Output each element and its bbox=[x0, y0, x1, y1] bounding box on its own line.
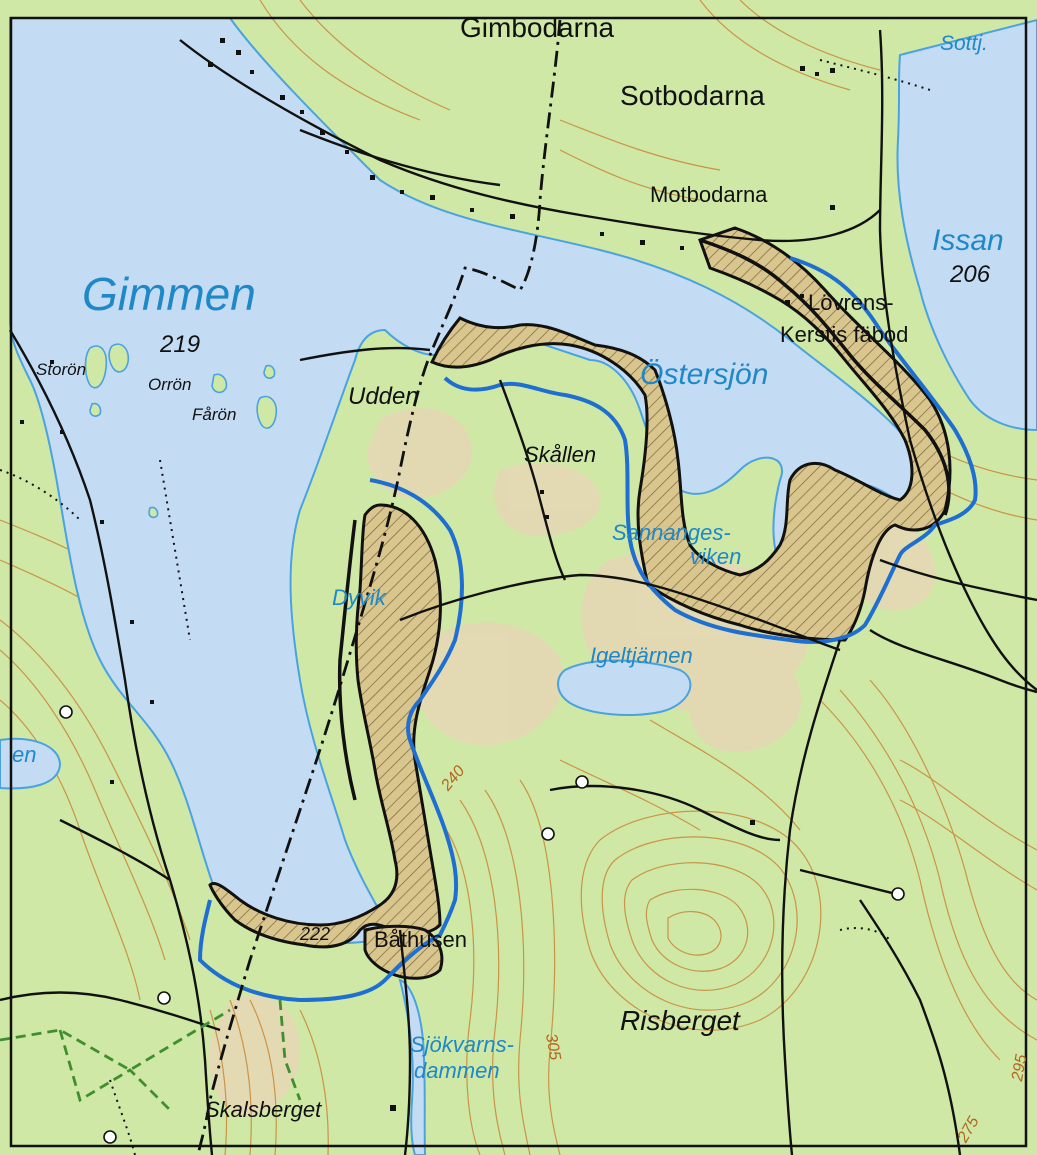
roads bbox=[0, 29, 1037, 1155]
label-contour-305: 305 bbox=[542, 1032, 563, 1061]
label-edge-water: en bbox=[12, 742, 36, 767]
road-north-2 bbox=[299, 128, 501, 187]
label-lake-ostersjon: Östersjön bbox=[640, 358, 768, 391]
island-orron bbox=[108, 343, 130, 373]
road-east-branch bbox=[869, 629, 1037, 694]
road-southwest bbox=[0, 991, 221, 1032]
label-place-bathusen: Båthusen bbox=[374, 927, 467, 952]
protected-boundary-blue bbox=[197, 256, 978, 1003]
label-place-skalsberget: Skalsberget bbox=[205, 1097, 322, 1122]
label-place-udden: Udden bbox=[348, 383, 419, 410]
label-contour-295: 295 bbox=[1009, 1053, 1031, 1083]
island-storon bbox=[84, 345, 108, 389]
road-skallen bbox=[498, 379, 567, 581]
label-lake-sottj: Sottj. bbox=[940, 32, 988, 55]
label-lake-igeltjarnen: Igeltjärnen bbox=[590, 643, 693, 668]
island-small-2 bbox=[263, 364, 276, 379]
lake-issan-water bbox=[896, 18, 1037, 432]
label-bay-sannangesviken-1: Sannanges- bbox=[612, 520, 731, 545]
road-west-shore bbox=[8, 329, 214, 1155]
label-place-lovrens-2: Kerstis fäbod bbox=[780, 322, 908, 347]
label-island-faron: Fårön bbox=[192, 405, 236, 424]
road-east-branch-2 bbox=[879, 558, 1037, 602]
footpaths bbox=[0, 59, 931, 1155]
reserve-boundary-black bbox=[337, 238, 951, 801]
label-lake-issan: Issan bbox=[932, 224, 1004, 257]
island-small-1 bbox=[211, 373, 228, 394]
road-udden bbox=[299, 346, 431, 362]
administrative-border bbox=[196, 19, 562, 1155]
label-place-lovrens-1: Lövrens- bbox=[808, 290, 894, 315]
label-lake-gimmen: Gimmen bbox=[82, 268, 256, 320]
road-south-east bbox=[859, 899, 962, 1155]
road-bathusen bbox=[398, 929, 412, 1155]
road-north bbox=[179, 39, 881, 243]
boundary-blue-west bbox=[197, 478, 464, 1003]
stream-sjokvarn-water bbox=[398, 978, 427, 1155]
label-bay-sannangesviken-2: viken bbox=[690, 544, 741, 569]
island-faron bbox=[256, 395, 278, 429]
label-place-risberget: Risberget bbox=[620, 1005, 741, 1036]
label-place-skallen: Skållen bbox=[524, 442, 596, 467]
point-markers bbox=[59, 705, 905, 1144]
island-small-4 bbox=[148, 506, 159, 519]
buildings bbox=[20, 38, 835, 1111]
lake-igeltjarnen-water bbox=[557, 659, 692, 716]
label-place-sotbodarna: Sotbodarna bbox=[620, 80, 765, 111]
road-main-west bbox=[399, 573, 841, 652]
label-place-gimbodarna: Gimbodarna bbox=[460, 12, 615, 43]
islands bbox=[84, 343, 278, 519]
road-risberget bbox=[549, 784, 781, 842]
label-elevation-gimmen: 219 bbox=[159, 331, 200, 358]
hatched-reserve-areas bbox=[208, 226, 952, 980]
island-small-3 bbox=[89, 402, 102, 417]
label-sjokvarnsdammen-1: Sjökvarns- bbox=[410, 1032, 514, 1057]
water-bodies bbox=[0, 17, 1037, 1155]
label-island-storon: Storön bbox=[36, 360, 86, 379]
boundary-blue-east bbox=[443, 256, 978, 644]
map-frame bbox=[9, 16, 1028, 1148]
label-bay-dyvik: Dyvik bbox=[332, 585, 387, 610]
lake-edge-water bbox=[0, 737, 62, 790]
label-place-motbodarna: Motbodarna bbox=[650, 182, 768, 207]
label-elevation-issan: 206 bbox=[949, 261, 991, 288]
label-sjokvarnsdammen-2: dammen bbox=[414, 1058, 500, 1083]
reserve-ostersjon bbox=[429, 226, 952, 642]
property-border-green bbox=[0, 999, 302, 1111]
label-elevation-222: 222 bbox=[299, 924, 330, 944]
label-island-orron: Orrön bbox=[148, 375, 191, 394]
road-main-south bbox=[781, 639, 842, 1155]
road-east-vertical bbox=[878, 29, 1037, 691]
road-southwest-2 bbox=[59, 818, 171, 881]
